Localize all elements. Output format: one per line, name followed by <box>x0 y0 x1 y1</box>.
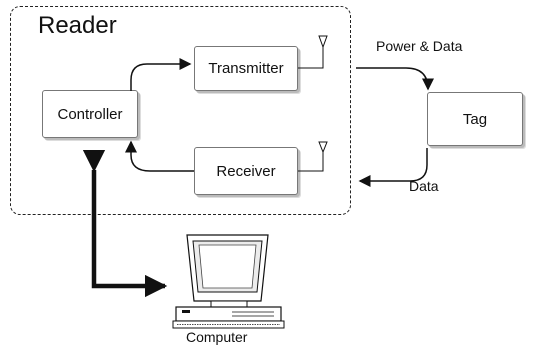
power-and-data-label: Power & Data <box>376 38 463 54</box>
reader-boundary <box>10 6 351 215</box>
receiver-block: Receiver <box>194 147 298 195</box>
tag-label: Tag <box>462 110 488 128</box>
power-and-data-arrow <box>356 67 434 91</box>
controller-label: Controller <box>57 105 123 123</box>
reader-title: Reader <box>38 12 117 39</box>
receiver-label: Receiver <box>216 162 276 180</box>
transmitter-block: Transmitter <box>194 46 298 91</box>
controller-block: Controller <box>42 90 138 138</box>
data-label: Data <box>409 178 439 194</box>
data-return-arrow <box>358 148 428 187</box>
tag-block: Tag <box>427 92 523 146</box>
transmitter-label: Transmitter <box>208 60 284 77</box>
computer-label: Computer <box>186 329 248 345</box>
computer-icon <box>172 234 285 329</box>
